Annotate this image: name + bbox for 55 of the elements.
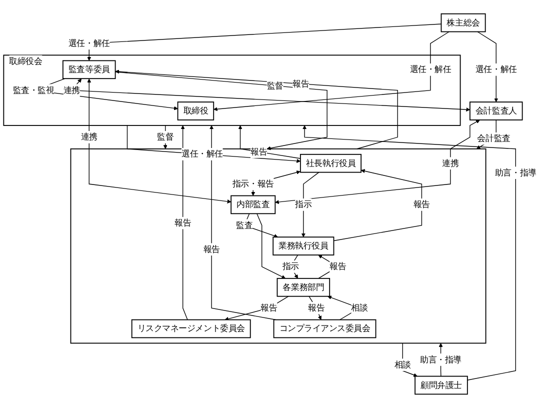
edge-label: 指示・報告 (232, 179, 274, 188)
arrow (87, 78, 232, 204)
edge-label: 報告 (308, 303, 325, 312)
arrow (333, 169, 422, 242)
edge-label: 会計監査 (477, 134, 510, 143)
edge-label: 連携 (80, 132, 98, 142)
arrow (402, 342, 418, 377)
arrow (126, 125, 301, 163)
edge-label: 報告 (413, 200, 430, 210)
arrow (115, 70, 398, 150)
node-box: 取締役 (177, 102, 214, 120)
edge-label: 監査・監視 (12, 85, 54, 95)
arrow (224, 296, 289, 321)
edge-label: 報告 (292, 79, 310, 88)
node-box: リスクマネージメント委員会 (131, 319, 251, 338)
edge-label: 連携 (63, 85, 80, 95)
arrow (163, 125, 168, 150)
edge-label: 選任・解任 (181, 149, 223, 159)
arrow (274, 120, 480, 204)
node-box: 顧問弁護士 (414, 376, 468, 395)
arrow (308, 296, 322, 320)
node-box: 社長執行役員 (300, 154, 362, 173)
arrow (301, 172, 320, 238)
arrow (180, 125, 188, 320)
edge-label: 相談 (394, 360, 411, 370)
arrow (238, 125, 301, 159)
arrow (256, 213, 286, 279)
arrow (114, 72, 328, 150)
edge-label: 選任・解任 (68, 38, 110, 48)
arrow (213, 31, 450, 112)
edge-label: 監査 (236, 220, 253, 230)
edge-label: 選任・解任 (475, 64, 517, 74)
node-box: 業務執行役員 (272, 236, 334, 256)
edge-label: 指示 (282, 262, 299, 272)
edge-label: 監督 (266, 80, 284, 90)
node-box: 監査等委員 (62, 60, 116, 80)
edge-label: 助言・指導 (494, 168, 536, 178)
edge-label: 指示 (295, 200, 312, 210)
node-box: コンプライアンス委員会 (273, 319, 376, 338)
node-box: 各業務部門 (276, 278, 330, 297)
arrow (87, 24, 442, 61)
edge-label: 報告 (330, 262, 346, 272)
edge-label: 監督 (157, 132, 174, 142)
edge-label: 選任・解任 (410, 64, 452, 74)
node-box: 内部監査 (230, 195, 276, 214)
edge-label: 相談 (351, 303, 368, 312)
node-box: 会計監査人 (469, 102, 523, 120)
edge-label: 報告 (174, 218, 192, 228)
edge-label: 連携 (442, 158, 459, 168)
edge-label: 助言・指導 (420, 354, 462, 364)
edge-label: 報告 (250, 147, 268, 156)
arrow (302, 125, 516, 380)
edge-label: 報告 (203, 244, 220, 254)
edge-label: 報告 (260, 303, 278, 312)
node-box: 株主総会 (440, 13, 486, 32)
